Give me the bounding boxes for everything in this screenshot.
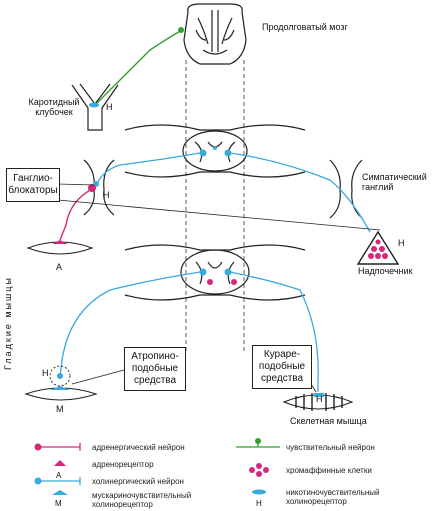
legend-symbols: А М Н (34, 438, 280, 508)
label-skeletal: Скелетная мышца (290, 416, 367, 426)
legend-cholinergic-neuron: холинергический нейрон (92, 477, 184, 486)
label-sympathetic-line1: Симпатический (362, 172, 427, 182)
spinal-cord-lower-neurons (199, 268, 237, 285)
medulla-oblongata (183, 3, 247, 65)
legend-nicotinic-line1: никотиночувствительный (286, 488, 380, 497)
label-carotid: Каротидный клубочек (28, 97, 80, 117)
fiber-to-skeletal-muscle (229, 271, 319, 392)
legend-nicotinic: никотиночувствительный холинорецептор (286, 488, 380, 506)
legend-letter-h: Н (256, 499, 262, 508)
spinal-cord-lower (124, 244, 306, 301)
letter-h-carotid: Н (106, 102, 113, 112)
spinal-cord-upper (124, 124, 306, 178)
ganglioblocker-pointers (57, 183, 381, 231)
label-smooth-muscle: Гладкие мышцы (3, 276, 13, 370)
ganglioblockers-line2: блокаторы (8, 185, 58, 196)
adrenergic-neuron-body (88, 184, 96, 192)
atropine-line2: подобные (131, 363, 179, 374)
sensory-neuron-body (178, 27, 184, 33)
fiber-to-smooth-muscle (59, 271, 201, 379)
curare-box: Кураре- подобные средства (252, 345, 312, 389)
legend-adrenoreceptor: адренорецептор (92, 460, 154, 469)
legend-nicotinic-line2: холинорецептор (286, 497, 347, 506)
dashed-guides (185, 60, 245, 352)
legend-muscarinic-line1: мускариночувствительный (92, 491, 192, 500)
preganglionic-fiber-left (97, 152, 201, 183)
curare-line2: подобные (258, 361, 306, 372)
sensory-neuron-fiber (95, 29, 183, 105)
letter-h-skeletal: Н (316, 394, 323, 404)
atropine-line3: средства (133, 375, 177, 386)
curare-line1: Кураре- (263, 349, 301, 360)
atropine-pointer (71, 369, 125, 385)
curare-line3: средства (260, 373, 304, 384)
adrenergic-fiber (59, 187, 95, 241)
atropine-line1: Атропино- (131, 351, 179, 362)
legend-letter-m: М (55, 499, 62, 508)
letter-h-adrenal: Н (398, 238, 405, 248)
legend-muscarinic: мускариночувствительный холинорецептор (92, 491, 191, 509)
label-carotid-line2: клубочек (35, 107, 73, 117)
atropine-box: Атропино- подобные средства (124, 347, 186, 391)
legend-letter-a: А (56, 471, 62, 480)
letter-h-atropine: Н (42, 368, 49, 378)
legend-adrenergic-neuron: адренергический нейрон (92, 443, 185, 452)
smooth-muscle-upper (26, 240, 94, 255)
legend-sensory-neuron: чувствительный нейрон (286, 443, 375, 452)
smooth-muscle-lower (24, 365, 98, 401)
ganglioblockers-line1: Ганглио- (13, 173, 53, 184)
carotid-receptor (89, 102, 99, 108)
label-medulla: Продолговатый мозг (262, 22, 348, 32)
label-sympathetic-line2: ганглий (362, 182, 394, 192)
legend-chromaffin: хромаффинные клетки (286, 466, 372, 475)
legend-muscarinic-line2: холинорецептор (92, 500, 153, 509)
spinal-cord-upper-neurons (199, 146, 232, 157)
letter-m-atropine: М (56, 404, 64, 414)
label-carotid-line1: Каротидный (28, 97, 80, 107)
skeletal-muscle (282, 393, 354, 411)
label-adrenal: Надпочечник (358, 266, 413, 276)
letter-h-ganglion: Н (103, 190, 110, 200)
letter-a-smooth: А (56, 262, 62, 272)
label-sympathetic: Симпатический ганглий (362, 172, 427, 192)
sympathetic-ganglion (329, 159, 363, 219)
ganglioblockers-box: Ганглио- блокаторы (6, 168, 60, 202)
preganglionic-fiber-right (229, 152, 371, 233)
adrenal-gland (356, 230, 400, 265)
